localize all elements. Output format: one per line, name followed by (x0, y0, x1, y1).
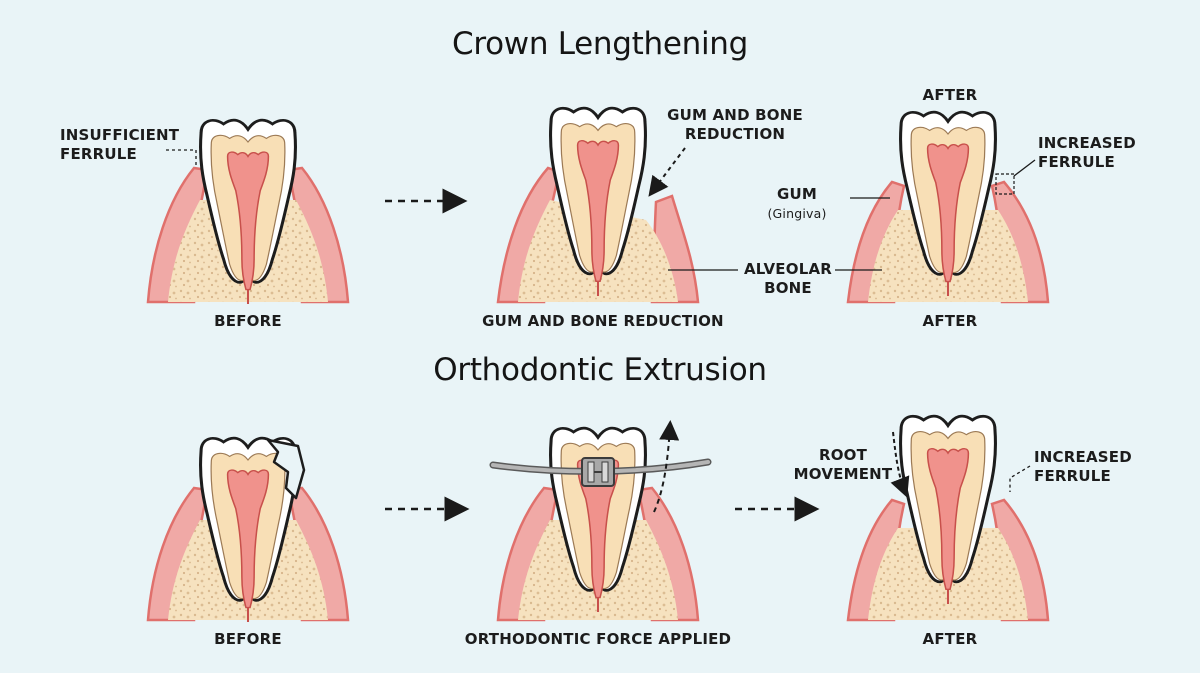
tooth-force-ortho (489, 420, 712, 622)
after-caption-crown: AFTER (922, 312, 978, 330)
before-caption-ortho: BEFORE (214, 630, 282, 648)
gingiva-label: (Gingiva) (767, 206, 827, 221)
increased-ferrule-label-crown: INCREASED FERRULE (1038, 134, 1136, 171)
tooth-reduction-crown (496, 106, 700, 304)
before-caption-crown: BEFORE (214, 312, 282, 330)
after-top-label: AFTER (922, 86, 978, 104)
crown-lengthening-title: Crown Lengthening (451, 26, 748, 62)
crown-lengthening-row (146, 106, 1050, 306)
orthodontic-force-caption: ORTHODONTIC FORCE APPLIED (464, 630, 732, 648)
gum-bone-reduction-callout: GUM AND BONE REDUCTION (667, 106, 803, 143)
after-caption-ortho: AFTER (922, 630, 978, 648)
insufficient-ferrule-label: INSUFFICIENT FERRULE (60, 126, 180, 163)
orthodontic-extrusion-title: Orthodontic Extrusion (433, 352, 767, 388)
tooth-before-crown (146, 118, 350, 306)
tooth-after-ortho (846, 414, 1050, 622)
gum-label: GUM (776, 185, 818, 203)
root-movement-label: ROOT MOVEMENT (793, 446, 893, 483)
alveolar-bone-label: ALVEOLAR BONE (743, 260, 833, 297)
tooth-before-ortho (146, 436, 350, 624)
orthodontic-extrusion-row (146, 414, 1050, 624)
tooth-after-crown (846, 110, 1050, 304)
force-arrow (653, 420, 680, 513)
gum-bone-reduction-caption: GUM AND BONE REDUCTION (482, 312, 724, 330)
increased-ferrule-label-ortho: INCREASED FERRULE (1034, 448, 1132, 485)
